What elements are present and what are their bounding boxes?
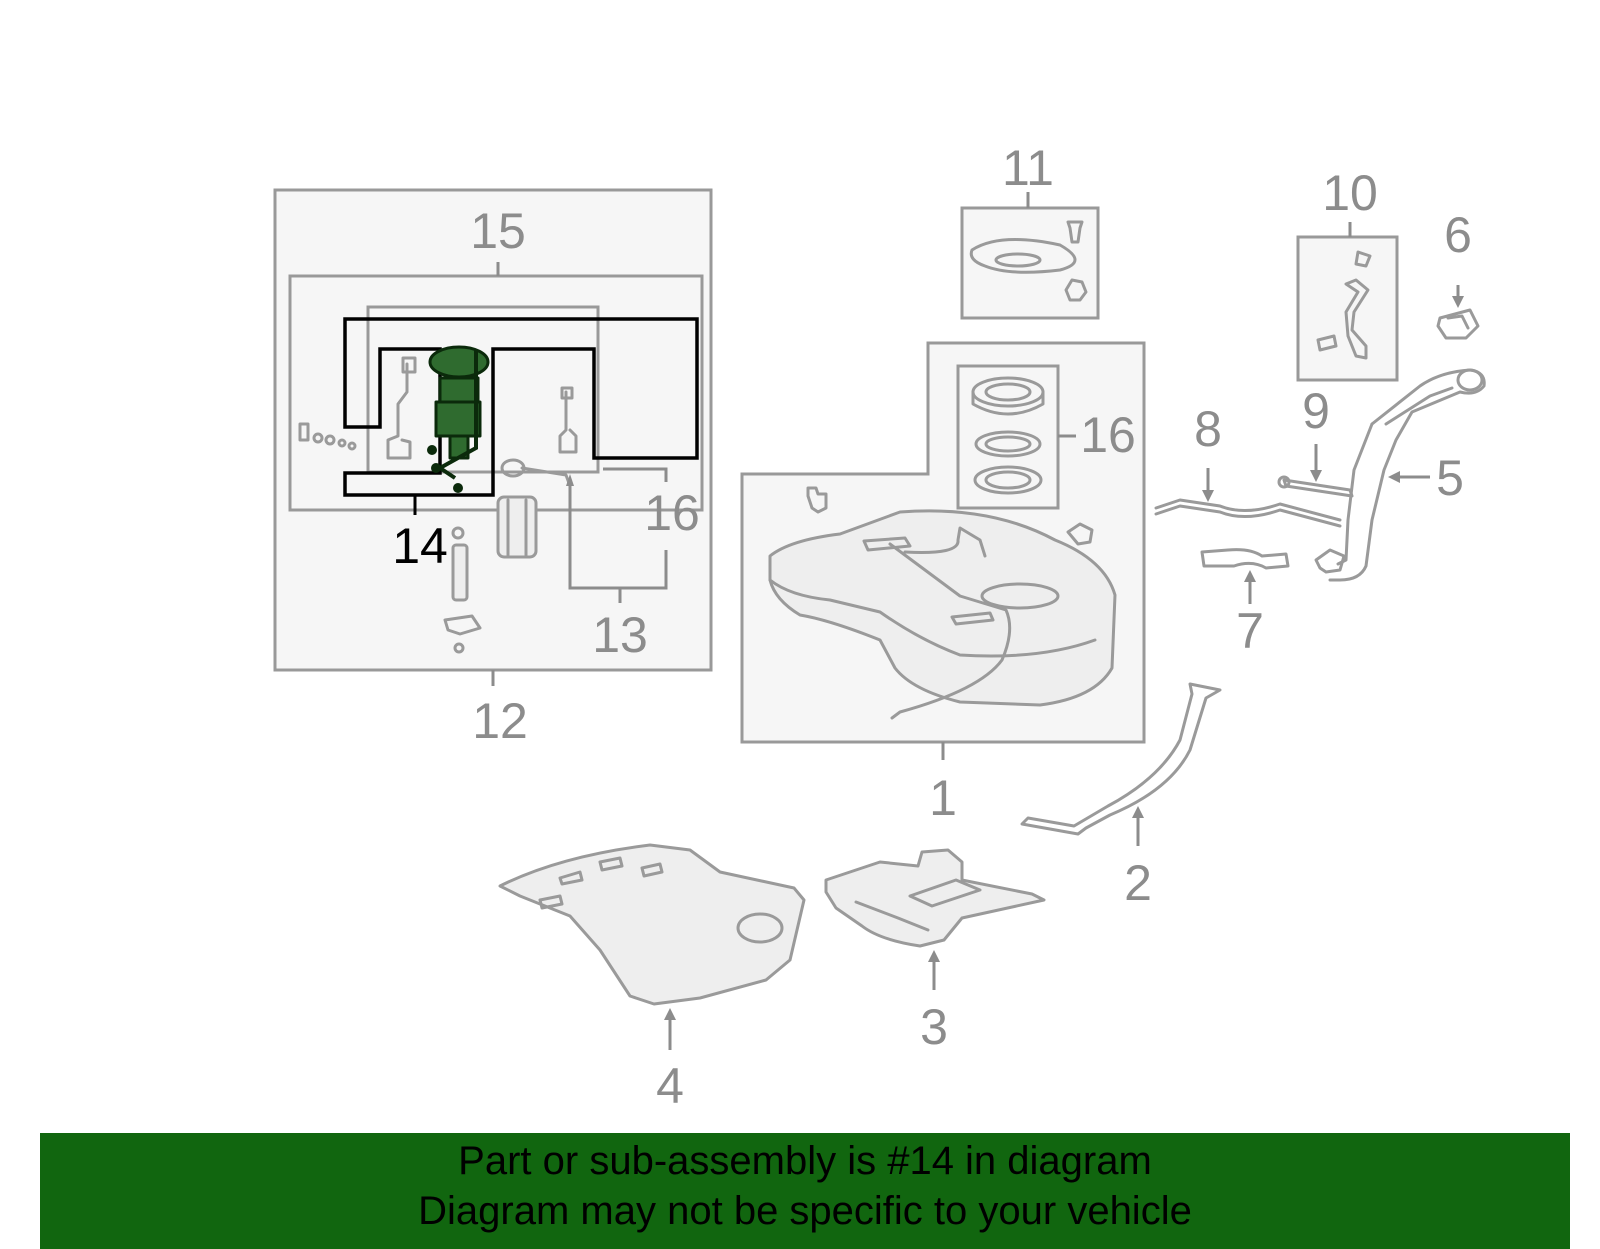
- under-cover-4[interactable]: [498, 843, 806, 1050]
- callout-7: 7: [1236, 603, 1264, 659]
- fuel-pump-highlighted[interactable]: [427, 345, 490, 493]
- callout-15: 15: [470, 203, 526, 259]
- subassembly-14-outline: [343, 317, 699, 515]
- banner-line-2: Diagram may not be specific to your vehi…: [418, 1189, 1192, 1233]
- vent-pipe-8[interactable]: [1154, 468, 1342, 528]
- callout-12: 12: [472, 693, 528, 749]
- callout-5: 5: [1436, 450, 1464, 506]
- callout-8: 8: [1194, 401, 1222, 457]
- callout-3: 3: [920, 999, 948, 1055]
- info-banner: Part or sub-assembly is #14 in diagram D…: [40, 1133, 1570, 1249]
- callout-2: 2: [1124, 855, 1152, 911]
- clamp-part-9[interactable]: [1277, 444, 1354, 498]
- callout-4: 4: [656, 1058, 684, 1114]
- callout-labels: 1 2 3 4 5 6 7 8 9 10 11 12 13 14 15 16 1…: [392, 140, 1472, 1114]
- tank-strap-2[interactable]: [1020, 682, 1222, 846]
- fuel-tank[interactable]: [768, 486, 1117, 720]
- hose-part-7[interactable]: [1200, 548, 1290, 604]
- filler-pipe-5[interactable]: [1314, 368, 1486, 582]
- callout-leads-box12: [566, 467, 668, 603]
- callout-6: 6: [1444, 207, 1472, 263]
- callout-9: 9: [1302, 383, 1330, 439]
- part-box-11: [960, 192, 1100, 320]
- heat-shield-3[interactable]: [824, 848, 1046, 990]
- banner-line-1: Part or sub-assembly is #14 in diagram: [458, 1139, 1152, 1183]
- callout-11: 11: [1002, 140, 1054, 196]
- callout-16-box12: 16: [644, 485, 700, 541]
- gasket-box-16: [956, 364, 1076, 510]
- callout-16-gaskets: 16: [1080, 407, 1136, 463]
- callout-1: 1: [929, 770, 957, 826]
- part-box-10: [1296, 222, 1399, 382]
- callout-14-highlighted: 14: [392, 518, 448, 574]
- fuel-cap-6[interactable]: [1436, 285, 1480, 340]
- callout-10: 10: [1322, 165, 1378, 221]
- callout-13: 13: [592, 607, 648, 663]
- module-small-parts: [298, 356, 578, 654]
